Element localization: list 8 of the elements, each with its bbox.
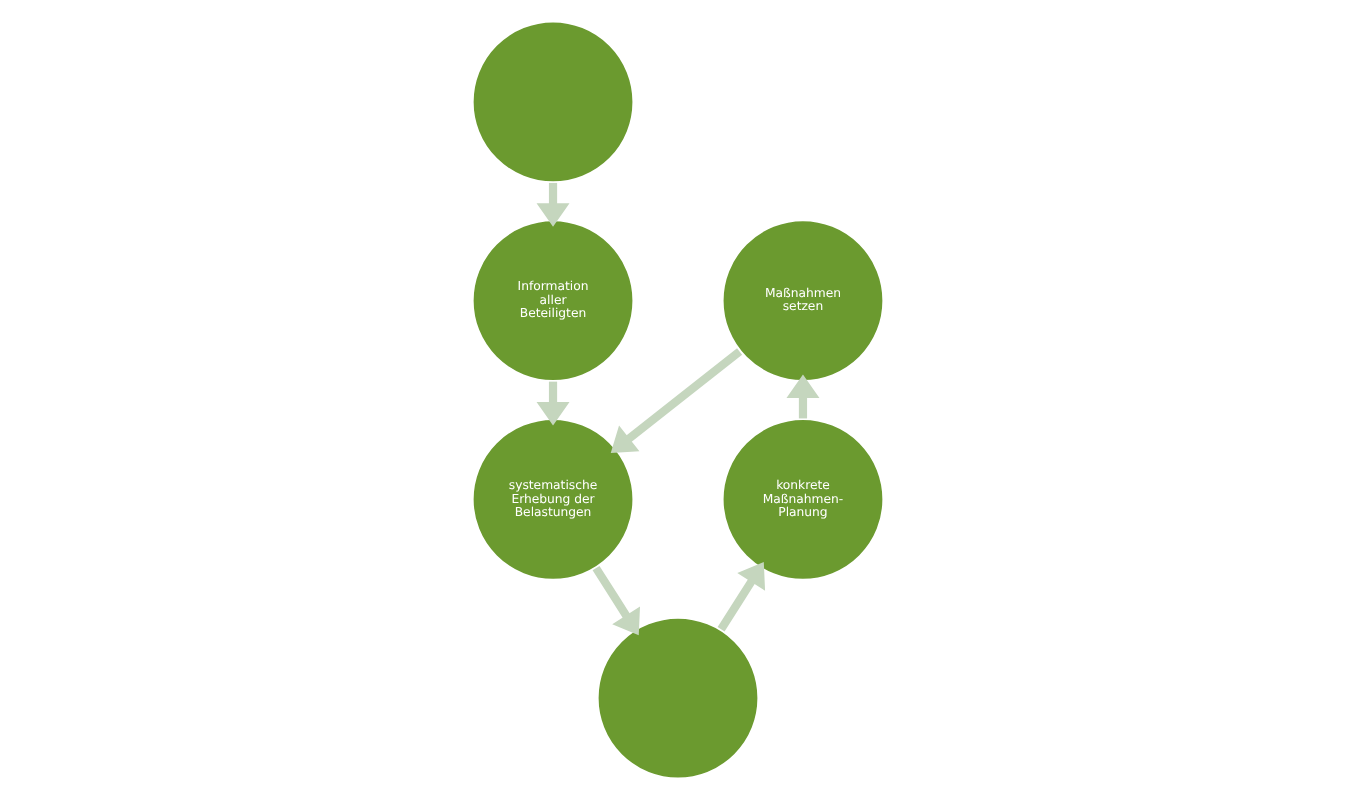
arrow xyxy=(592,565,641,636)
arrow xyxy=(786,374,820,419)
node-circle xyxy=(595,615,761,781)
arrow xyxy=(717,562,766,632)
node-circle xyxy=(470,19,636,185)
arrow xyxy=(610,348,743,453)
arrow xyxy=(536,381,570,426)
arrow xyxy=(536,182,570,227)
